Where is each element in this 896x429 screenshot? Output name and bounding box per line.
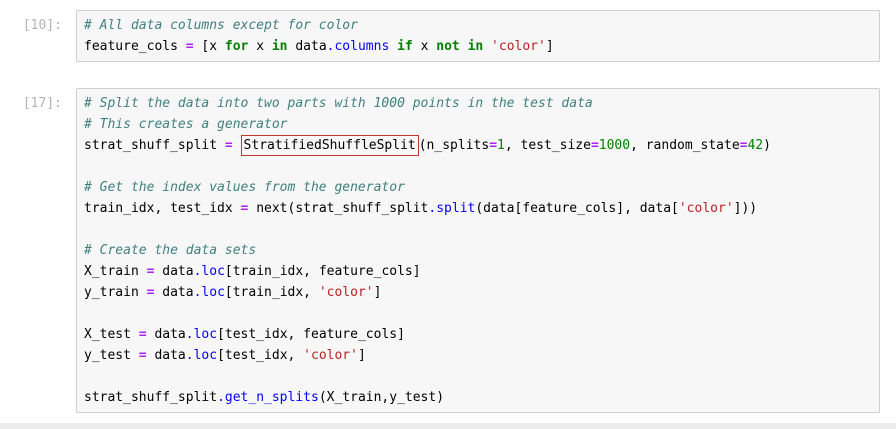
code-token: [test_idx, feature_cols] [217, 327, 405, 342]
code-token: in [467, 39, 484, 54]
code-line: # Split the data into two parts with 100… [84, 93, 872, 114]
code-token: in [271, 39, 288, 54]
page-bottom-edge [0, 423, 896, 429]
code-line: train_idx, test_idx = next(strat_shuff_s… [84, 198, 872, 219]
code-token: .loc [185, 348, 218, 363]
code-input-area[interactable]: # Split the data into two parts with 100… [76, 88, 880, 413]
code-token [389, 39, 397, 54]
code-token: .loc [193, 285, 225, 300]
code-line: # All data columns except for color [84, 15, 872, 36]
code-token: = [146, 264, 155, 279]
code-token: = [185, 39, 194, 54]
code-token: ] [373, 285, 382, 300]
code-token: (n_splits [418, 138, 490, 153]
code-line: X_train = data.loc[train_idx, feature_co… [84, 261, 872, 282]
code-token: .loc [193, 264, 225, 279]
code-token: = [146, 285, 155, 300]
cell-execution-prompt: [17]: [22, 96, 62, 111]
code-line: # Get the index values from the generato… [84, 177, 872, 198]
code-token: ) [763, 138, 771, 153]
code-token: strat_shuff_split [84, 138, 225, 153]
code-token [483, 39, 491, 54]
code-token: y_test [84, 348, 139, 363]
notebook-cell: [17]: # Split the data into two parts wit… [0, 88, 880, 413]
code-token: 1 [497, 138, 505, 153]
code-line [84, 156, 872, 177]
code-token: , test_size [504, 138, 591, 153]
code-token: = [138, 327, 147, 342]
code-token: next(strat_shuff_split [248, 201, 429, 216]
code-token: [test_idx, [217, 348, 304, 363]
code-token: not [436, 39, 460, 54]
code-token: # Split the data into two parts with 100… [84, 96, 593, 111]
code-token: .loc [185, 327, 218, 342]
code-token: [x [193, 39, 225, 54]
code-token: data [154, 285, 194, 300]
code-token: ])) [733, 201, 758, 216]
code-token: (data[feature_cols], data[ [475, 201, 679, 216]
code-line [84, 219, 872, 240]
code-token: = [224, 138, 233, 153]
code-line [84, 303, 872, 324]
code-token: data [154, 264, 194, 279]
code-token: ] [357, 348, 366, 363]
code-token: data [287, 39, 327, 54]
code-token: # This creates a generator [84, 117, 288, 132]
code-line: feature_cols = [x for x in data.columns … [84, 36, 872, 57]
code-token: # Get the index values from the generato… [84, 180, 405, 195]
code-token: 1000 [598, 138, 631, 153]
code-token: x [412, 39, 437, 54]
code-line: X_test = data.loc[test_idx, feature_cols… [84, 324, 872, 345]
code-token: x [248, 39, 272, 54]
code-token: feature_cols [84, 39, 186, 54]
code-token: = [240, 201, 249, 216]
code-token: y_train [84, 285, 147, 300]
code-token: = [489, 138, 498, 153]
code-line: # Create the data sets [84, 240, 872, 261]
code-token [233, 138, 241, 153]
code-token: 42 [747, 138, 764, 153]
notebook: [10]: # All data columns except for color… [0, 10, 880, 413]
code-token: X_test [84, 327, 139, 342]
code-token: .columns [326, 39, 390, 54]
code-token: = [739, 138, 748, 153]
code-token [460, 39, 468, 54]
code-token: .get_n_splits [217, 390, 319, 405]
code-token: X_train [84, 264, 147, 279]
code-token: # All data columns except for color [84, 18, 358, 33]
code-token: [train_idx, [224, 285, 319, 300]
code-token: train_idx, test_idx [84, 201, 241, 216]
code-token: strat_shuff_split [84, 390, 218, 405]
code-line: y_train = data.loc[train_idx, 'color'] [84, 282, 872, 303]
code-token: if [397, 39, 413, 54]
code-line: strat_shuff_split.get_n_splits(X_train,y… [84, 387, 872, 408]
code-token: (X_train,y_test) [318, 390, 445, 405]
code-token: , random_state [630, 138, 740, 153]
code-token: = [138, 348, 147, 363]
code-line: # This creates a generator [84, 114, 872, 135]
code-token: [train_idx, feature_cols] [224, 264, 421, 279]
code-input-area[interactable]: # All data columns except for color featu… [76, 10, 880, 62]
code-token: .split [428, 201, 476, 216]
code-token: 'color' [491, 39, 546, 54]
code-token: data [146, 348, 186, 363]
code-token: # Create the data sets [84, 243, 257, 258]
notebook-cell: [10]: # All data columns except for color… [0, 10, 880, 62]
cell-execution-prompt: [10]: [22, 18, 62, 33]
highlight-annotation: StratifiedShuffleSplit [240, 135, 419, 156]
code-token: = [590, 138, 599, 153]
code-token: 'color' [303, 348, 358, 363]
code-line [84, 366, 872, 387]
code-token: ] [545, 39, 554, 54]
code-token: 'color' [318, 285, 374, 300]
code-token: 'color' [678, 201, 734, 216]
code-line: y_test = data.loc[test_idx, 'color'] [84, 345, 872, 366]
code-line: strat_shuff_split = StratifiedShuffleSpl… [84, 135, 872, 156]
code-token: for [224, 39, 249, 54]
code-token: data [146, 327, 186, 342]
